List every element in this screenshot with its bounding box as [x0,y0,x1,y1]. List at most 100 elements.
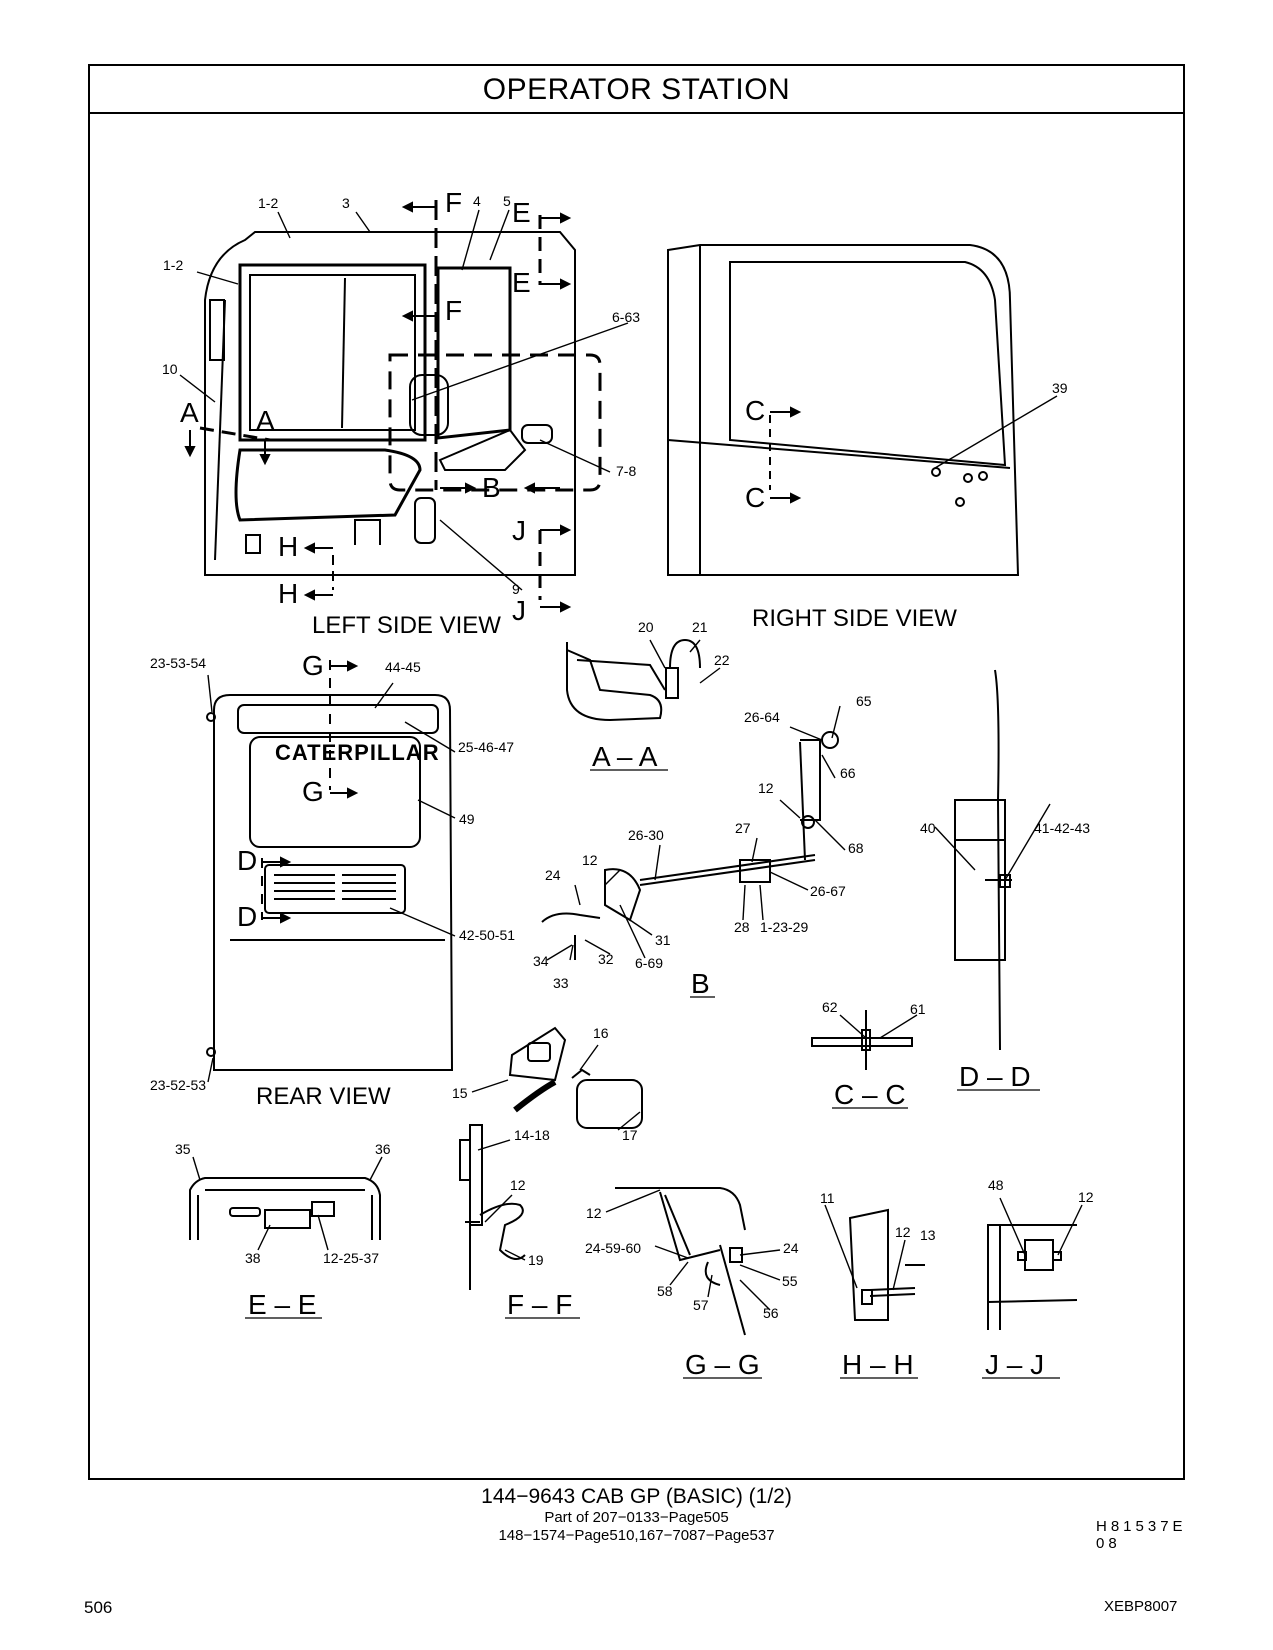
callout-27: 27 [735,820,751,836]
cut-letter-d-bottom: D [237,901,257,932]
section-ff-drawing [459,1124,526,1290]
section-cut-arrows [184,201,802,924]
rear-view-drawing [206,660,454,1071]
callout-4: 4 [473,193,481,209]
callout-34: 34 [533,953,549,969]
left-side-view-drawing [199,200,602,600]
callout-1-23-29: 1-23-29 [760,919,808,935]
callout-26-67: 26-67 [810,883,846,899]
section-b-drawing [541,731,839,960]
callout-24-b: 24 [545,867,561,883]
section-title-ee: E – E [248,1289,316,1320]
callout-62: 62 [822,999,838,1015]
section-cc-drawing [811,1010,913,1070]
cut-letter-f-top: F [445,187,462,218]
callout-48: 48 [988,1177,1004,1193]
callout-49: 49 [459,811,475,827]
right-side-view-drawing [667,244,1020,576]
callout-58: 58 [657,1283,673,1299]
callout-61: 61 [910,1001,926,1017]
callout-23-52-53: 23-52-53 [150,1077,206,1093]
callout-1-2-left: 1-2 [163,257,183,273]
callout-40: 40 [920,820,936,836]
caption-part-of: Part of 207−0133−Page505 [544,1509,729,1526]
callout-12-b-lower: 12 [582,852,598,868]
callout-42-50-51: 42-50-51 [459,927,515,943]
section-title-dd: D – D [959,1061,1031,1092]
cut-letter-a-right: A [256,405,275,436]
section-title-gg: G – G [685,1349,760,1380]
callout-68: 68 [848,840,864,856]
callout-10: 10 [162,361,178,377]
callout-26-64: 26-64 [744,709,780,725]
document-code: XEBP8007 [1104,1598,1178,1615]
callout-66: 66 [840,765,856,781]
callout-36: 36 [375,1141,391,1157]
caterpillar-logo: CATERPILLAR [275,740,440,765]
rear-view-label: REAR VIEW [256,1083,391,1110]
section-aa-drawing [566,638,701,722]
cut-letter-c-bottom: C [745,482,765,513]
callout-9: 9 [512,581,520,597]
section-title-underlines [245,769,1060,1379]
cut-letter-j-top: J [512,515,526,546]
caption-page-refs: 148−1574−Page510,167−7087−Page537 [498,1527,775,1544]
callout-leader-lines [179,209,1083,1311]
section-title-cc: C – C [834,1079,906,1110]
callout-12-ff: 12 [510,1177,526,1193]
callout-20: 20 [638,619,654,635]
cut-letter-e-top: E [512,197,531,228]
parts-diagram: CATERPILLAR LEFT SIDE VIEW RIGHT SIDE VI… [150,187,1094,1380]
callout-32: 32 [598,951,614,967]
callout-24-gg: 24 [783,1240,799,1256]
cut-letter-a-left: A [180,397,199,428]
section-hh-drawing [848,1208,925,1321]
section-ee-drawing [189,1177,381,1240]
diagram-frame: OPERATOR STATION H81537E 08 [88,64,1185,1552]
callout-28: 28 [734,919,750,935]
callout-21: 21 [692,619,708,635]
callout-23-53-54: 23-53-54 [150,655,206,671]
callout-57: 57 [693,1297,709,1313]
callout-14-18: 14-18 [514,1127,550,1143]
cut-letter-e-bottom: E [512,267,531,298]
callout-24-59-60: 24-59-60 [585,1240,641,1256]
callout-12-b-upper: 12 [758,780,774,796]
callout-15: 15 [452,1085,468,1101]
callout-41-42-43: 41-42-43 [1034,820,1090,836]
cut-letter-d-top: D [237,845,257,876]
callout-11: 11 [820,1190,835,1206]
part-caption: 144−9643 CAB GP (BASIC) (1/2) Part of 20… [0,1485,1273,1545]
callout-56: 56 [763,1305,779,1321]
cut-letter-c-top: C [745,395,765,426]
section-dd-drawing [954,669,1012,1051]
callout-44-45: 44-45 [385,659,421,675]
callout-6-63: 6-63 [612,309,640,325]
cut-letter-b: B [482,472,501,503]
callout-7-8: 7-8 [616,463,636,479]
callout-65: 65 [856,693,872,709]
callout-12-25-37: 12-25-37 [323,1250,379,1266]
caption-group-title: 144−9643 CAB GP (BASIC) (1/2) [481,1485,792,1508]
callout-25-46-47: 25-46-47 [458,739,514,755]
callout-1-2-top: 1-2 [258,195,278,211]
callout-17: 17 [622,1127,638,1143]
callout-33: 33 [553,975,569,991]
cut-letter-j-bottom: J [512,595,526,626]
callout-3: 3 [342,195,350,211]
callout-26-30: 26-30 [628,827,664,843]
section-title-hh: H – H [842,1349,914,1380]
callout-38: 38 [245,1250,261,1266]
callout-22: 22 [714,652,730,668]
callout-19: 19 [528,1252,544,1268]
drawing-reference-code: H81537E 08 [1096,1518,1187,1552]
section-title-ff: F – F [507,1289,572,1320]
callout-12-hh: 12 [895,1224,911,1240]
cut-letter-g-top: G [302,650,324,681]
section-title-jj: J – J [985,1349,1044,1380]
section-title-aa: A – A [592,741,658,772]
cut-letter-h-bottom: H [278,578,298,609]
callout-12-gg: 12 [586,1205,602,1221]
section-gg-drawing [615,1187,746,1336]
callout-35: 35 [175,1141,191,1157]
